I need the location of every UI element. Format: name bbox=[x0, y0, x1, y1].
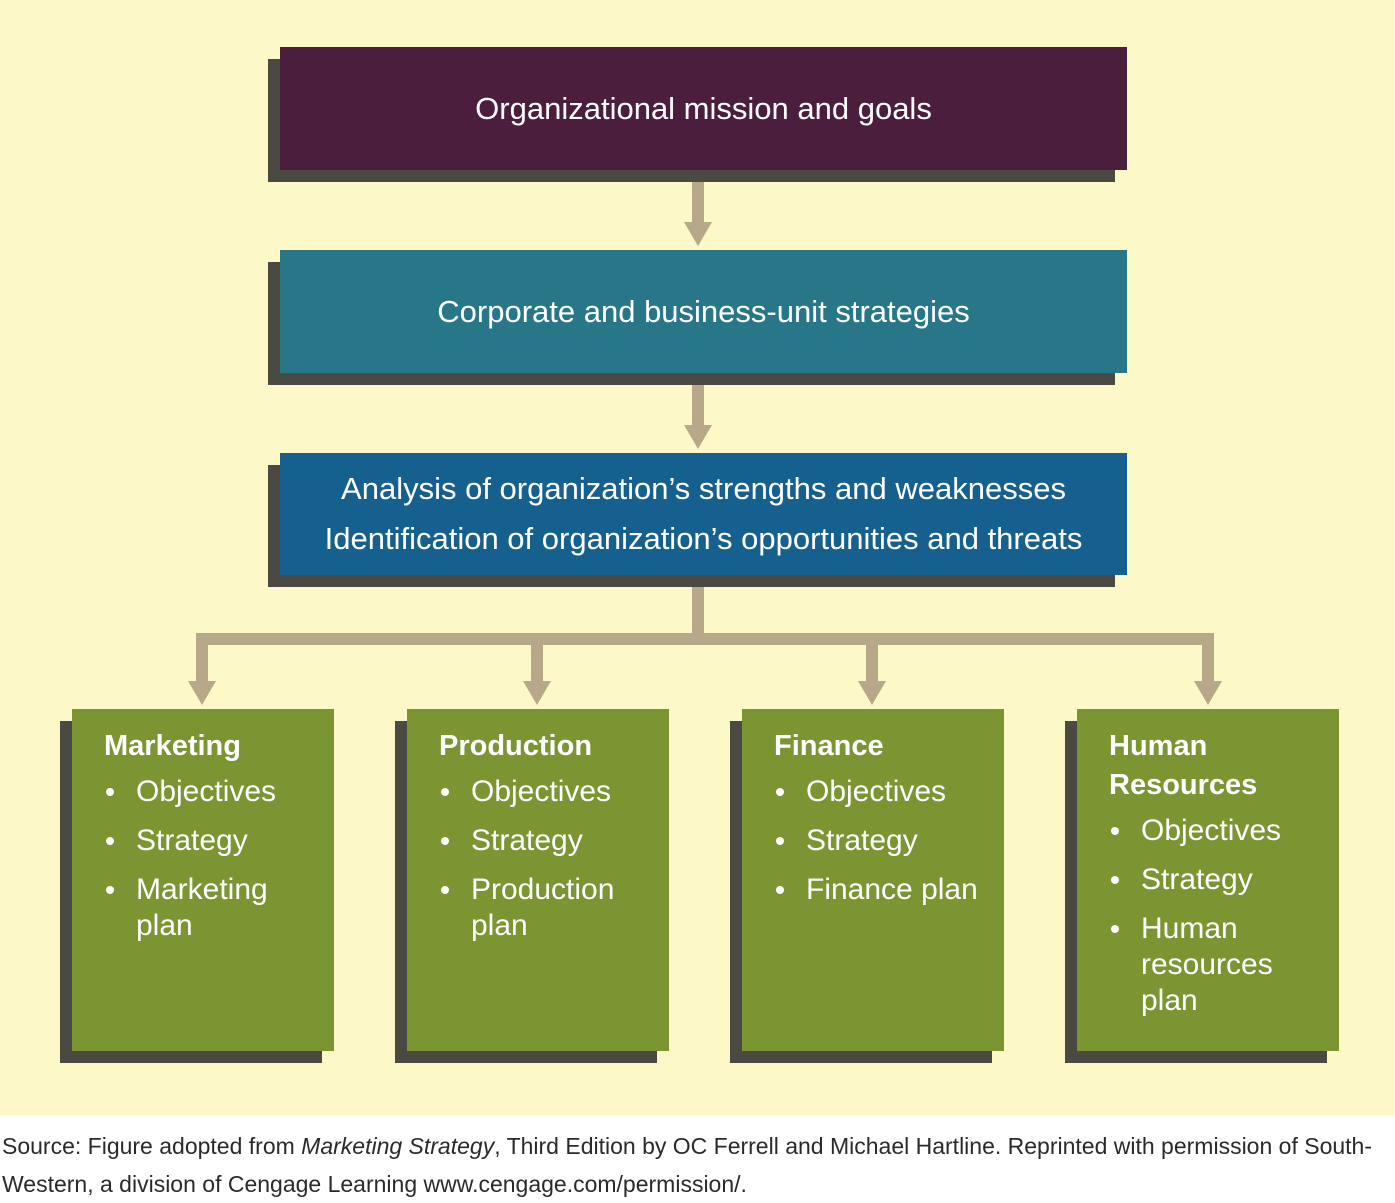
list-item: Strategy bbox=[439, 823, 649, 859]
department-box-human-resources: Human Resources Objectives Strategy Huma… bbox=[1077, 709, 1339, 1051]
arrowhead-icon bbox=[858, 681, 886, 705]
list-item: Strategy bbox=[104, 823, 314, 859]
department-list: Objectives Strategy Production plan bbox=[439, 774, 649, 944]
source-book-title: Marketing Strategy bbox=[301, 1133, 495, 1159]
list-item: Production plan bbox=[439, 872, 649, 944]
department-box-marketing: Marketing Objectives Strategy Marketing … bbox=[72, 709, 334, 1051]
connector-analysis-trunk bbox=[692, 587, 704, 633]
mission-label: Organizational mission and goals bbox=[475, 90, 932, 126]
department-title: Production bbox=[439, 730, 593, 762]
arrowhead-icon bbox=[523, 681, 551, 705]
connector-horizontal-bar bbox=[196, 633, 1214, 645]
list-item: Objectives bbox=[104, 774, 314, 810]
mission-box: Organizational mission and goals bbox=[280, 47, 1127, 170]
department-list: Objectives Strategy Finance plan bbox=[774, 774, 984, 908]
list-item: Objectives bbox=[1109, 813, 1319, 849]
arrowhead-icon bbox=[1194, 681, 1222, 705]
list-item: Strategy bbox=[774, 823, 984, 859]
department-title: Marketing bbox=[104, 730, 241, 762]
arrowhead-icon bbox=[188, 681, 216, 705]
analysis-line-2: Identification of organization’s opportu… bbox=[324, 521, 1083, 556]
source-suffix: , Third Edition by OC Ferrell and Michae… bbox=[2, 1133, 1372, 1197]
swot-analysis-box: Analysis of organization’s strengths and… bbox=[280, 453, 1127, 575]
department-box-finance: Finance Objectives Strategy Finance plan bbox=[742, 709, 1004, 1051]
analysis-line-1: Analysis of organization’s strengths and… bbox=[341, 471, 1066, 506]
source-prefix: Source: Figure adopted from bbox=[2, 1133, 302, 1159]
list-item: Objectives bbox=[439, 774, 649, 810]
list-item: Human resources plan bbox=[1109, 911, 1319, 1019]
arrowhead-icon bbox=[684, 425, 712, 449]
list-item: Marketing plan bbox=[104, 872, 314, 944]
arrowhead-icon bbox=[684, 222, 712, 246]
corporate-strategies-box: Corporate and business-unit strategies bbox=[280, 250, 1127, 373]
department-title: Human Resources bbox=[1109, 730, 1258, 801]
list-item: Strategy bbox=[1109, 862, 1319, 898]
connector-lines bbox=[188, 182, 1222, 705]
department-box-production: Production Objectives Strategy Productio… bbox=[407, 709, 669, 1051]
source-caption: Source: Figure adopted from Marketing St… bbox=[2, 1127, 1382, 1203]
department-list: Objectives Strategy Human resources plan bbox=[1109, 813, 1319, 1019]
department-title: Finance bbox=[774, 730, 884, 762]
list-item: Finance plan bbox=[774, 872, 984, 908]
connector-mission-corporate bbox=[692, 182, 704, 224]
connector-corporate-analysis bbox=[692, 385, 704, 427]
list-item: Objectives bbox=[774, 774, 984, 810]
corporate-label: Corporate and business-unit strategies bbox=[437, 293, 970, 329]
department-list: Objectives Strategy Marketing plan bbox=[104, 774, 314, 944]
